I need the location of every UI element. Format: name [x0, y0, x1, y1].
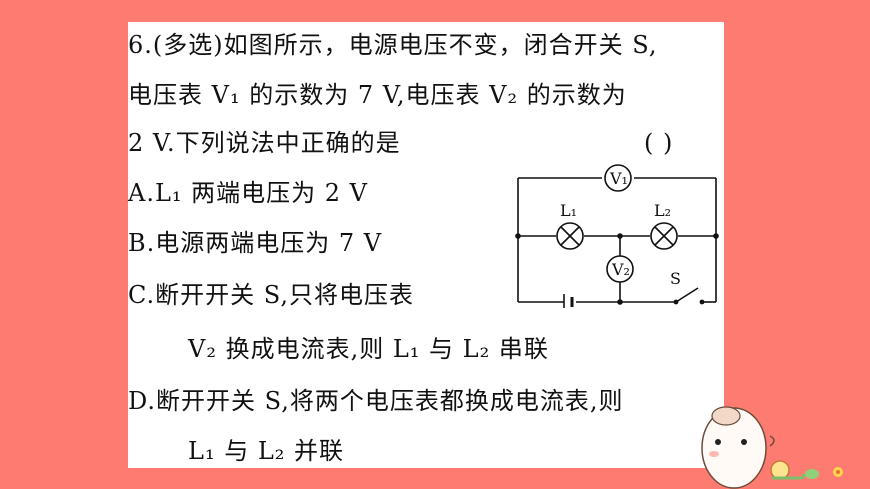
mascot-ear [711, 406, 741, 426]
label-l1: L₁ [560, 201, 577, 220]
option-c-line-1: C.断开开关 S,只将电压表 [128, 281, 414, 309]
question-number: 6. [128, 31, 153, 59]
label-v1: V₁ [609, 169, 628, 188]
question-line-1: 6.(多选)如图所示，电源电压不变，闭合开关 S, [128, 30, 657, 60]
lamp-l2-icon [650, 222, 678, 250]
mascot-eye-left [715, 439, 721, 445]
junction-center [617, 233, 623, 239]
cartoon-mascot-decoration [701, 406, 843, 489]
switch-contact-right [699, 299, 705, 305]
question-stem-3: 2 V.下列说法中正确的是 [128, 129, 401, 157]
answer-brackets: ( ) [644, 129, 674, 157]
option-c-line-2: V₂ 换成电流表,则 L₁ 与 L₂ 串联 [188, 335, 549, 363]
switch-contact-left [673, 299, 679, 305]
junction-bottom [617, 299, 623, 305]
option-d-line-2: L₁ 与 L₂ 并联 [188, 437, 345, 465]
snail-shell-icon [770, 460, 790, 480]
label-l2: L₂ [654, 201, 671, 220]
switch-lever [675, 287, 699, 303]
question-line-3: 2 V.下列说法中正确的是 [128, 128, 401, 158]
circuit-diagram: V₁ V₂ L₁ L₂ S [515, 164, 719, 308]
question-stem-1: 如图所示，电源电压不变，闭合开关 S, [223, 31, 658, 59]
junction-right [713, 233, 719, 239]
lamp-l1-icon [556, 222, 584, 250]
mascot-cheek [709, 451, 719, 457]
junction-left [515, 233, 521, 239]
snail-body [772, 473, 806, 480]
label-s: S [670, 269, 681, 288]
option-a: A.L₁ 两端电压为 2 V [128, 179, 369, 207]
voltmeter-v1-icon [604, 164, 632, 192]
question-card: 6.(多选)如图所示，电源电压不变，闭合开关 S, 电压表 V₁ 的示数为 7 … [128, 22, 724, 468]
option-b: B.电源两端电压为 7 V [128, 229, 383, 257]
mascot-eye-right [741, 439, 747, 445]
leaf-icon [805, 469, 819, 479]
option-d-line-1: D.断开开关 S,将两个电压表都换成电流表,则 [128, 387, 624, 415]
label-v2: V₂ [611, 260, 630, 279]
mascot-motion-lines [769, 435, 775, 447]
question-tag: (多选) [152, 31, 224, 59]
voltmeter-v2-icon [606, 255, 634, 283]
question-line-2: 电压表 V₁ 的示数为 7 V,电压表 V₂ 的示数为 [128, 81, 627, 109]
